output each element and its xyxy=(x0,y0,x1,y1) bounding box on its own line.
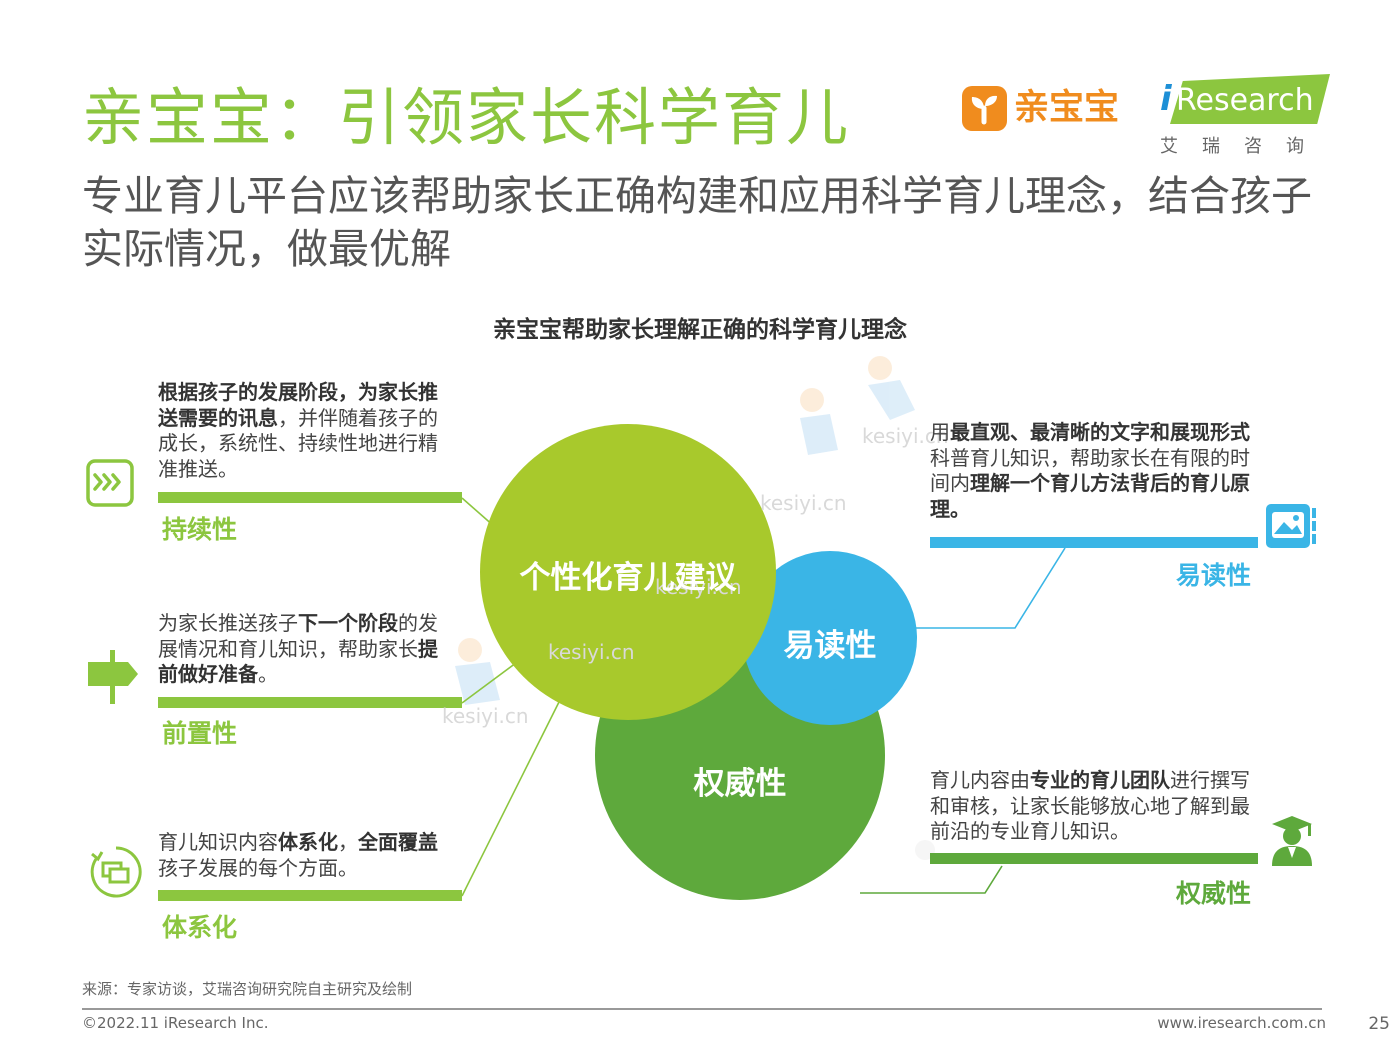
description-text: 为家长推送孩子 xyxy=(158,611,298,635)
emphasis-text: 下一个阶段 xyxy=(298,611,398,635)
signpost-icon xyxy=(84,648,140,704)
authority-description: 育儿内容由专业的育儿团队进行撰写和审核，让家长能够放心地了解到最前沿的专业育儿知… xyxy=(930,768,1260,845)
forward-label: 前置性 xyxy=(162,719,238,748)
iresearch-logo-i: i xyxy=(1160,79,1172,119)
readable-label: 易读性 xyxy=(1176,561,1252,590)
sustain-bar xyxy=(158,492,462,503)
description-text: ， xyxy=(338,830,358,854)
website-link[interactable]: www.iresearch.com.cn xyxy=(1157,1014,1326,1032)
qinbaobao-logo: 亲宝宝 xyxy=(962,86,1137,131)
description-text: 孩子发展的每个方面。 xyxy=(158,855,358,880)
diagram-title: 亲宝宝帮助家长理解正确的科学育儿理念 xyxy=(493,317,907,343)
watermark-text: kesiyi.cn xyxy=(548,640,635,664)
description-text: ，并伴随着孩子的成长，系统性、持续性地进行精准推送。 xyxy=(158,405,438,481)
authority-bar xyxy=(930,853,1258,864)
description-text: 。 xyxy=(258,662,278,686)
connector-system xyxy=(461,669,576,897)
description-text: 育儿内容由 xyxy=(930,768,1030,792)
graduate-icon xyxy=(1264,812,1320,868)
description-text: 科普育儿知识，帮助家长在有限的时间内 xyxy=(930,445,1250,496)
watermark-text: kesiyi.cn xyxy=(655,575,742,599)
forward-bar xyxy=(158,697,462,708)
watermark-text: kesiyi.cn xyxy=(760,491,847,515)
system-bar xyxy=(158,890,462,901)
image-gallery-icon xyxy=(1264,498,1320,554)
personalized-advice-label: 个性化育儿建议 xyxy=(519,560,737,596)
copyright: ©2022.11 iResearch Inc. xyxy=(82,1014,269,1032)
sprout-icon xyxy=(962,86,1007,131)
emphasis-text: 体系化 xyxy=(278,830,338,854)
page-title: 亲宝宝：引领家长科学育儿 xyxy=(82,81,851,154)
fast-forward-icon xyxy=(82,455,138,511)
emphasis-text: 提前做好准备 xyxy=(158,636,438,687)
description-text: 的发展情况和育儿知识，帮助家长 xyxy=(158,611,438,661)
emphasis-text: 全面覆盖 xyxy=(358,830,438,854)
description-text: 进行撰写和审核，让家长能够放心地了解到最前沿的专业育儿知识。 xyxy=(930,768,1250,843)
system-description: 育儿知识内容体系化，全面覆盖孩子发展的每个方面。 xyxy=(158,830,448,881)
readable-circle xyxy=(743,551,917,725)
source-note: 来源：专家访谈，艾瑞咨询研究院自主研究及绘制 xyxy=(82,980,413,998)
sustain-description: 根据孩子的发展阶段，为家长推送需要的讯息，并伴随着孩子的成长，系统性、持续性地进… xyxy=(158,380,448,482)
readable-circle-label: 易读性 xyxy=(783,628,877,664)
emphasis-text: 理解一个育儿方法背后的育儿原理。 xyxy=(930,471,1250,521)
page-number: 25 xyxy=(1368,1014,1390,1034)
readable-bar xyxy=(930,537,1258,548)
emphasis-text: 专业的育儿团队 xyxy=(1030,768,1170,792)
connector-forward xyxy=(461,659,521,704)
authority-circle-label: 权威性 xyxy=(693,766,787,802)
footer-divider xyxy=(82,1008,1322,1010)
sustain-label: 持续性 xyxy=(162,515,238,544)
qinbaobao-logo-text: 亲宝宝 xyxy=(1014,88,1120,128)
page-subtitle: 专业育儿平台应该帮助家长正确构建和应用科学育儿理念，结合孩子实际情况，做最优解 xyxy=(82,172,1312,273)
forward-description: 为家长推送孩子下一个阶段的发展情况和育儿知识，帮助家长提前做好准备。 xyxy=(158,611,448,688)
layers-cycle-icon xyxy=(88,844,144,900)
emphasis-text: 最直观、最清晰的文字和展现形式 xyxy=(950,420,1250,444)
description-text: 育儿知识内容 xyxy=(158,830,278,854)
system-label: 体系化 xyxy=(162,913,238,942)
iresearch-logo-cn: 艾瑞咨询 xyxy=(1160,136,1328,157)
connector-readable xyxy=(916,547,1066,629)
iresearch-logo-band xyxy=(1170,74,1330,124)
authority-label: 权威性 xyxy=(1176,879,1252,908)
iresearch-logo-text: Research xyxy=(1176,83,1314,118)
watermark-text: kesiyi.cn xyxy=(442,704,529,728)
watermark-text: kesiyi.cn xyxy=(862,424,949,448)
personalized-advice-circle xyxy=(480,424,776,720)
description-text: 用 xyxy=(930,420,950,444)
connector-authority xyxy=(860,865,1003,894)
iresearch-logo: i Research 艾瑞咨询 xyxy=(1152,74,1332,164)
readable-description: 用最直观、最清晰的文字和展现形式科普育儿知识，帮助家长在有限的时间内理解一个育儿… xyxy=(930,420,1260,522)
emphasis-text: 根据孩子的发展阶段，为家长推送需要的讯息 xyxy=(158,380,438,430)
